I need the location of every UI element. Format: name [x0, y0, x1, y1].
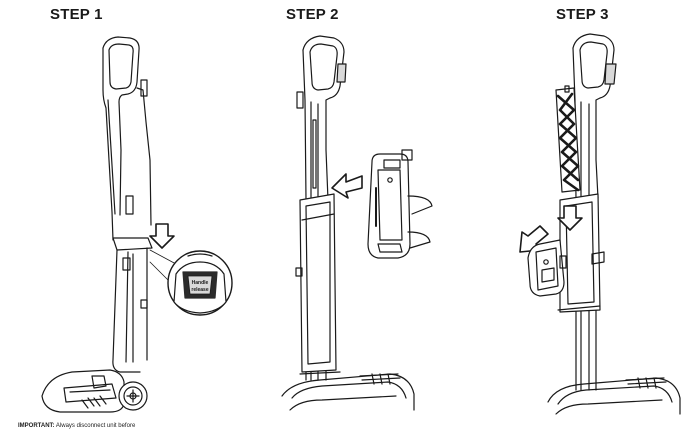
note-lead: IMPORTANT: — [18, 423, 55, 429]
step-2-vacuum — [281, 35, 415, 411]
button-label-line1: Handle — [192, 280, 209, 286]
arrow-down-icon — [149, 223, 175, 249]
step-2-title: STEP 2 — [286, 6, 339, 23]
button-label-line2: release — [191, 287, 208, 293]
important-note: IMPORTANT: Always disconnect unit before — [18, 423, 135, 429]
step-1-vacuum — [41, 36, 177, 413]
note-text: Always disconnect unit before — [54, 423, 136, 429]
arrow-left-icon — [331, 173, 363, 199]
step-1-title: STEP 1 — [50, 6, 103, 23]
step-3-title: STEP 3 — [556, 6, 609, 23]
handle-release-zoom: Handle release — [167, 250, 233, 316]
crevice-tool-holder — [367, 149, 433, 259]
accessory-clip — [527, 239, 567, 297]
arrow-down-icon — [557, 205, 583, 231]
